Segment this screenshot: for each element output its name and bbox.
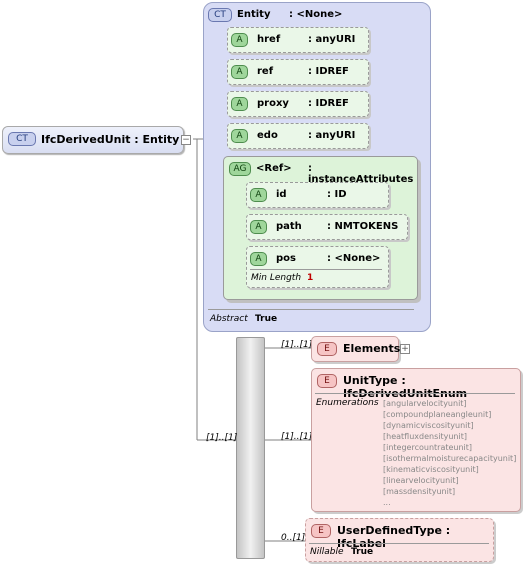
attribute-type: : IDREF xyxy=(308,98,349,109)
enumerations-label: Enumerations xyxy=(316,398,379,408)
attribute-href[interactable]: A href : anyURI xyxy=(227,27,369,53)
attribute-pos[interactable]: A pos : <None> Min Length 1 xyxy=(246,246,389,288)
attribute-icon: A xyxy=(250,252,267,266)
attribute-icon: A xyxy=(231,33,248,47)
element-user-defined-type[interactable]: E UserDefinedType : IfcLabel Nillable Tr… xyxy=(305,518,494,562)
collapse-toggle[interactable]: − xyxy=(181,135,191,145)
attribute-type: : NMTOKENS xyxy=(327,221,399,232)
attribute-name: pos xyxy=(276,253,296,264)
attribute-id[interactable]: A id : ID xyxy=(246,182,389,208)
attribute-name: edo xyxy=(257,130,278,141)
element-occurrence: [1]..[1] xyxy=(281,340,313,350)
element-name: UnitType : IfcDerivedUnitEnum xyxy=(343,374,468,400)
entity-name: Entity xyxy=(237,9,271,20)
attribute-path[interactable]: A path : NMTOKENS xyxy=(246,214,408,240)
sequence-compositor[interactable] xyxy=(236,337,265,559)
attribute-name: href xyxy=(257,34,281,45)
element-icon: E xyxy=(317,374,337,388)
attribute-type: : anyURI xyxy=(308,34,356,45)
element-name: Elements xyxy=(343,342,401,355)
element-unit-type[interactable]: E UnitType : IfcDerivedUnitEnum Enumerat… xyxy=(311,368,521,512)
attribute-icon: A xyxy=(250,188,267,202)
element-icon: E xyxy=(311,524,331,538)
sequence-occurrence: [1]..[1] xyxy=(206,433,238,443)
nillable-label: Nillable xyxy=(310,547,344,557)
entity-type: : <None> xyxy=(289,9,343,20)
element-icon: E xyxy=(317,342,337,356)
abstract-value: True xyxy=(255,314,278,324)
complex-type-icon: CT xyxy=(8,132,36,146)
complex-type-icon: CT xyxy=(208,8,232,22)
attribute-icon: A xyxy=(231,65,248,79)
attribute-icon: A xyxy=(231,97,248,111)
attribute-icon: A xyxy=(231,129,248,143)
nillable-value: True xyxy=(351,547,374,557)
attribute-type: : anyURI xyxy=(308,130,356,141)
attribute-edo[interactable]: A edo : anyURI xyxy=(227,123,369,149)
attribute-name: ref xyxy=(257,66,274,77)
attribute-name: id xyxy=(276,189,287,200)
attribute-group-name: <Ref> xyxy=(256,163,292,174)
attribute-type: : ID xyxy=(327,189,347,200)
attribute-ref[interactable]: A ref : IDREF xyxy=(227,59,369,85)
root-complex-type[interactable]: CT IfcDerivedUnit : Entity xyxy=(2,126,184,154)
element-occurrence: 0..[1] xyxy=(281,533,306,543)
attribute-group-type: : instanceAttributes xyxy=(308,163,414,185)
enumerations-list: [angularvelocityunit] [compoundplaneangl… xyxy=(383,399,517,507)
element-elements[interactable]: E Elements xyxy=(311,336,401,362)
attribute-name: proxy xyxy=(257,98,289,109)
attribute-type: : <None> xyxy=(327,253,381,264)
facet-label: Min Length xyxy=(251,273,302,283)
root-type-label: IfcDerivedUnit : Entity xyxy=(41,133,180,146)
facet-value: 1 xyxy=(307,273,314,283)
abstract-label: Abstract xyxy=(210,314,248,324)
attribute-proxy[interactable]: A proxy : IDREF xyxy=(227,91,369,117)
attribute-icon: A xyxy=(250,220,267,234)
element-occurrence: [1]..[1] xyxy=(281,432,313,442)
attribute-name: path xyxy=(276,221,302,232)
attribute-type: : IDREF xyxy=(308,66,349,77)
attribute-group-icon: AG xyxy=(229,162,251,176)
expand-toggle[interactable]: + xyxy=(400,344,410,354)
